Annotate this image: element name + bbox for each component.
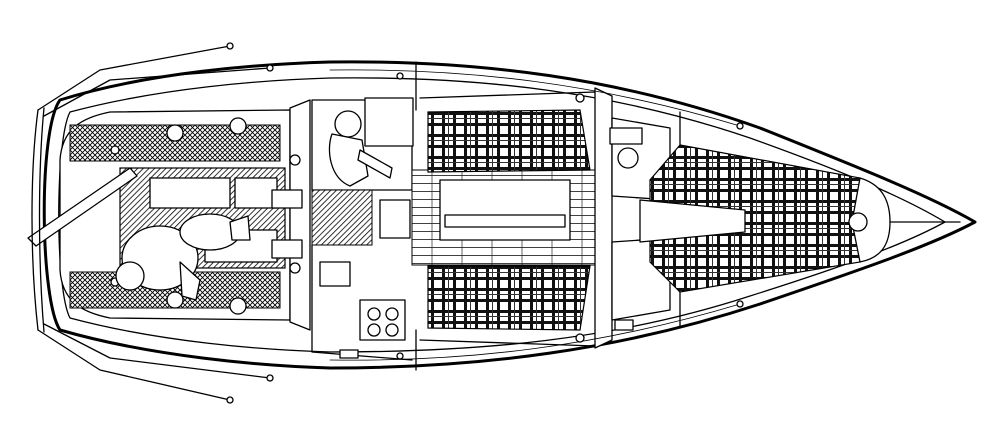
helmsman-figure [115, 213, 251, 301]
winch [229, 297, 247, 315]
chart-table [364, 97, 414, 147]
winch [166, 291, 184, 309]
winch [166, 124, 184, 142]
galley-sink [319, 261, 351, 287]
stern-pulpit [31, 42, 274, 404]
anchor-locker [848, 177, 961, 263]
stanchions [396, 72, 744, 360]
galley-stove [359, 299, 406, 341]
winch [229, 117, 247, 135]
navigator-figure [328, 110, 393, 187]
cleat [614, 319, 634, 331]
settee-port [427, 109, 591, 173]
companionway-bulkhead [271, 99, 311, 331]
cockpit [59, 109, 291, 321]
tiller [27, 167, 138, 247]
forward-hatch [609, 127, 643, 145]
saloon-table [439, 179, 571, 241]
cleat [339, 349, 359, 359]
settee-starboard [427, 265, 591, 331]
